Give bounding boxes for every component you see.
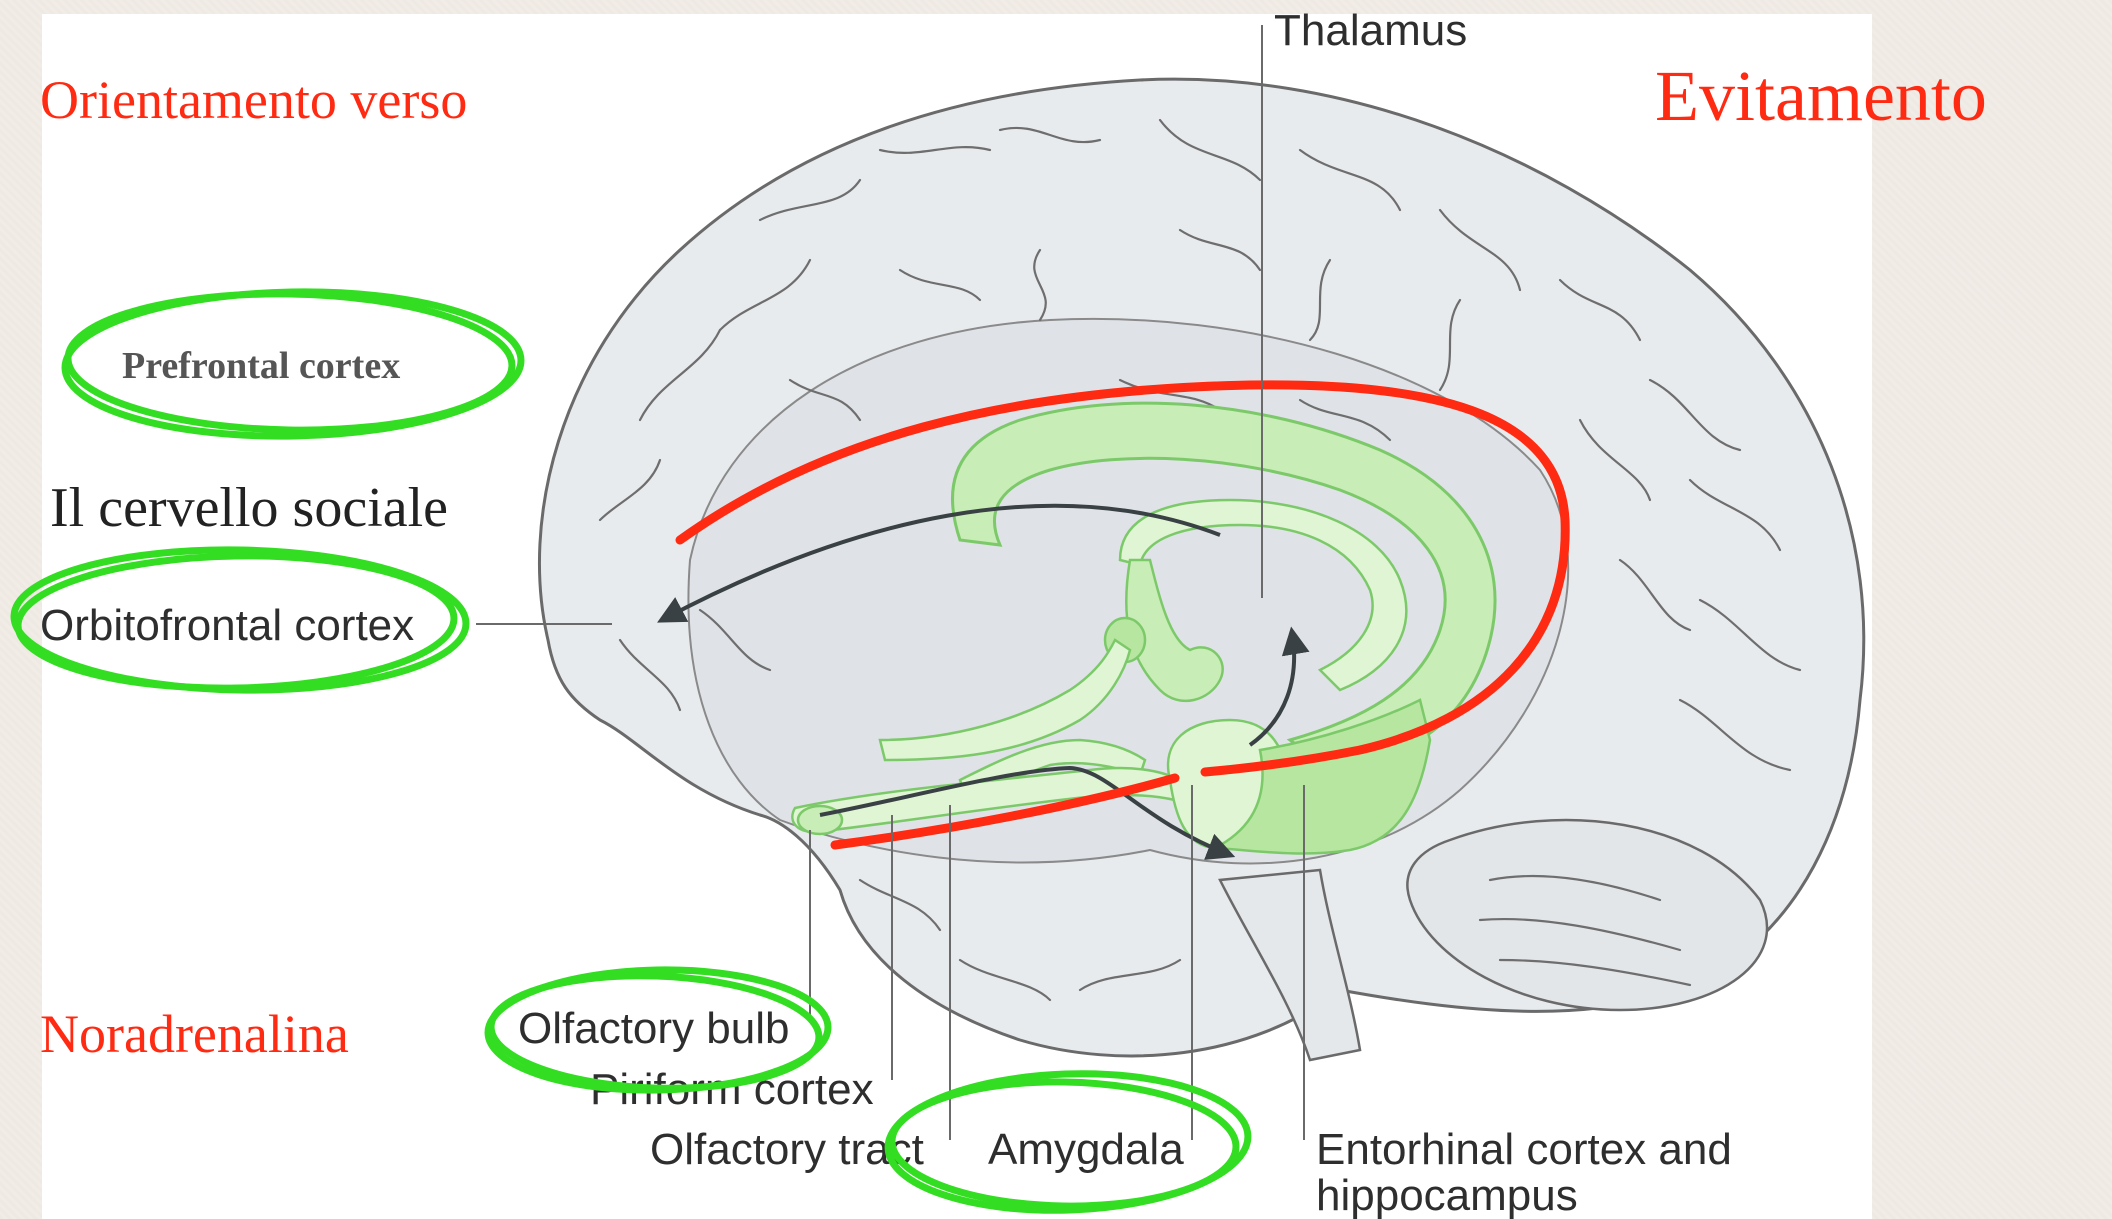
heading-noradrenalina: Noradrenalina: [40, 1004, 349, 1064]
amygdala-label: Amygdala: [988, 1125, 1184, 1174]
orbitofrontal-label: Orbitofrontal cortex: [40, 601, 414, 650]
heading-evitamento: Evitamento: [1655, 56, 1987, 136]
olfactory-tract-label: Olfactory tract: [650, 1125, 924, 1174]
entorhinal-label-line1: Entorhinal cortex and: [1316, 1125, 1732, 1174]
prefrontal-cortex-label: Prefrontal cortex: [122, 345, 400, 387]
entorhinal-label-line2: hippocampus: [1316, 1171, 1578, 1219]
thalamus-label: Thalamus: [1274, 6, 1467, 55]
heading-cervello-sociale: Il cervello sociale: [50, 477, 448, 539]
heading-orientamento: Orientamento verso: [40, 70, 467, 130]
olfactory-bulb-label: Olfactory bulb: [518, 1004, 789, 1053]
